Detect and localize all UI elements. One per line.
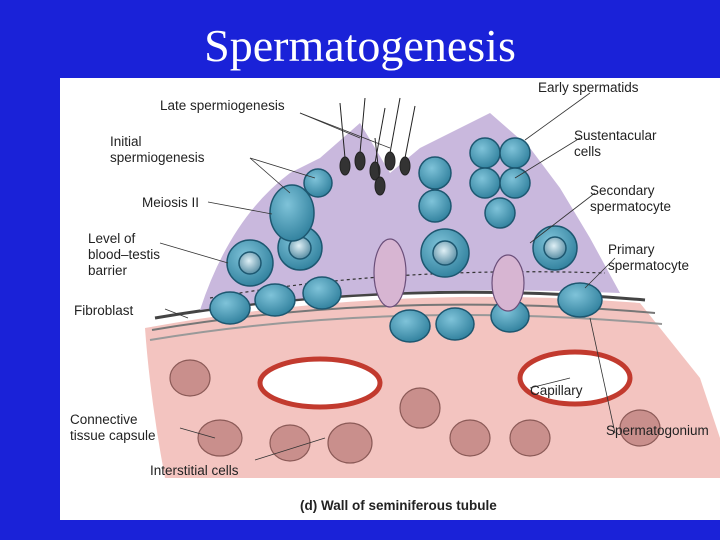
label-sustentacular-cells: Sustentacular cells (574, 128, 657, 159)
label-meiosis-ii: Meiosis II (142, 195, 200, 210)
label-interstitial-cells: Interstitial cells (150, 463, 239, 478)
label-blood-testis-barrier: Level of blood–testis barrier (88, 231, 161, 278)
sustentacular-cell (373, 238, 407, 308)
label-connective-tissue-capsule: Connective tissue capsule (70, 412, 156, 443)
label-fibroblast: Fibroblast (74, 303, 134, 318)
early-spermatid-cells (303, 137, 531, 229)
label-primary-spermatocyte: Primary spermatocyte (608, 242, 690, 273)
label-secondary-spermatocyte: Secondary spermatocyte (590, 183, 672, 214)
label-capillary: Capillary (530, 383, 583, 398)
label-spermatogonium: Spermatogonium (606, 423, 709, 438)
tubule-illustration (145, 92, 720, 478)
label-late-spermiogenesis: Late spermiogenesis (160, 98, 285, 113)
label-early-spermatids: Early spermatids (538, 80, 639, 95)
late-spermatids (339, 97, 416, 196)
primary-spermatocyte-cells (226, 225, 578, 287)
interstitial-cells (169, 359, 661, 464)
tubule-diagram: Late spermiogenesis Initial spermiogenes… (60, 78, 720, 520)
meiosis-ii-cell (269, 184, 315, 242)
leader-lines (159, 92, 616, 461)
slide-title: Spermatogenesis (204, 20, 516, 71)
label-initial-spermiogenesis: Initial spermiogenesis (110, 134, 205, 165)
capillary (257, 356, 383, 410)
figure-caption: (d) Wall of seminiferous tubule (300, 498, 497, 513)
